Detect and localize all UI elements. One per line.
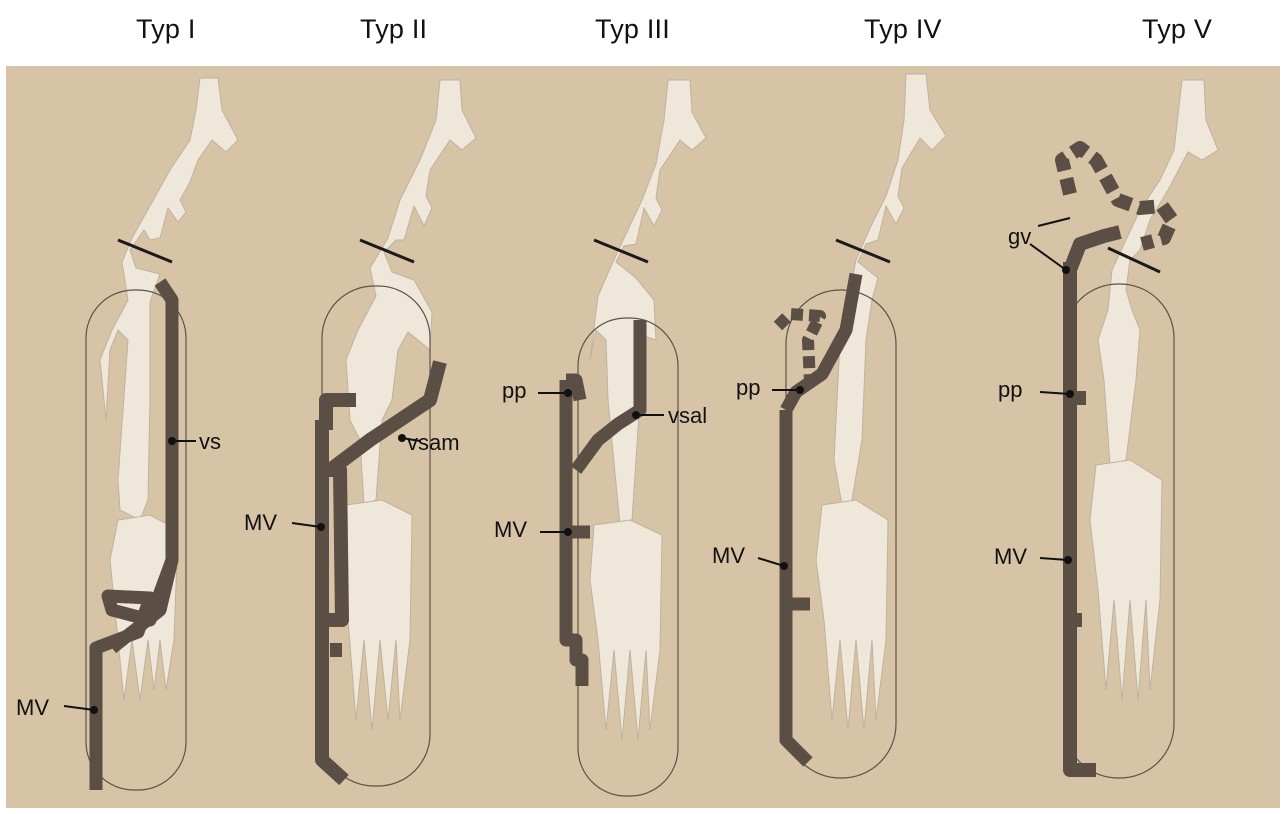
- label-vsal: vsal: [668, 403, 707, 428]
- label-pp-typ-3: pp: [502, 378, 526, 403]
- label-mv-typ-3: MV: [494, 517, 527, 542]
- label-mv-typ-1: MV: [16, 695, 49, 720]
- cut-mark-typ-3: [594, 240, 648, 262]
- panel-typ-5: gv pp MV: [994, 80, 1218, 778]
- panel-typ-4: pp MV: [712, 74, 946, 778]
- label-mv-typ-4: MV: [712, 543, 745, 568]
- vein-dashed-typ-4: [778, 314, 820, 382]
- label-pp-typ-5: pp: [998, 377, 1022, 402]
- label-pp-typ-4: pp: [736, 375, 760, 400]
- label-vs: vs: [199, 429, 221, 454]
- leader-gv-a: [1030, 244, 1066, 270]
- vein-mv-typ-1: [96, 560, 172, 790]
- graft-fingers-typ-5: [1090, 460, 1162, 700]
- panel-typ-2: vsam MV: [244, 80, 476, 786]
- graft-fingers-typ-2: [340, 500, 412, 730]
- label-gv: gv: [1008, 224, 1031, 249]
- leader-gv-b: [1038, 218, 1070, 226]
- vein-mv-typ-4: [786, 410, 810, 762]
- label-mv-typ-5: MV: [994, 544, 1027, 569]
- label-vsam: vsam: [407, 430, 460, 455]
- graft-fingers-typ-3: [590, 520, 662, 740]
- graft-fingers-typ-4: [816, 500, 888, 730]
- label-mv-typ-2: MV: [244, 510, 277, 535]
- panel-typ-1: vs MV: [16, 78, 238, 790]
- graft-stem-typ-3: [590, 80, 706, 525]
- panel-typ-3: pp vsal MV: [494, 80, 707, 796]
